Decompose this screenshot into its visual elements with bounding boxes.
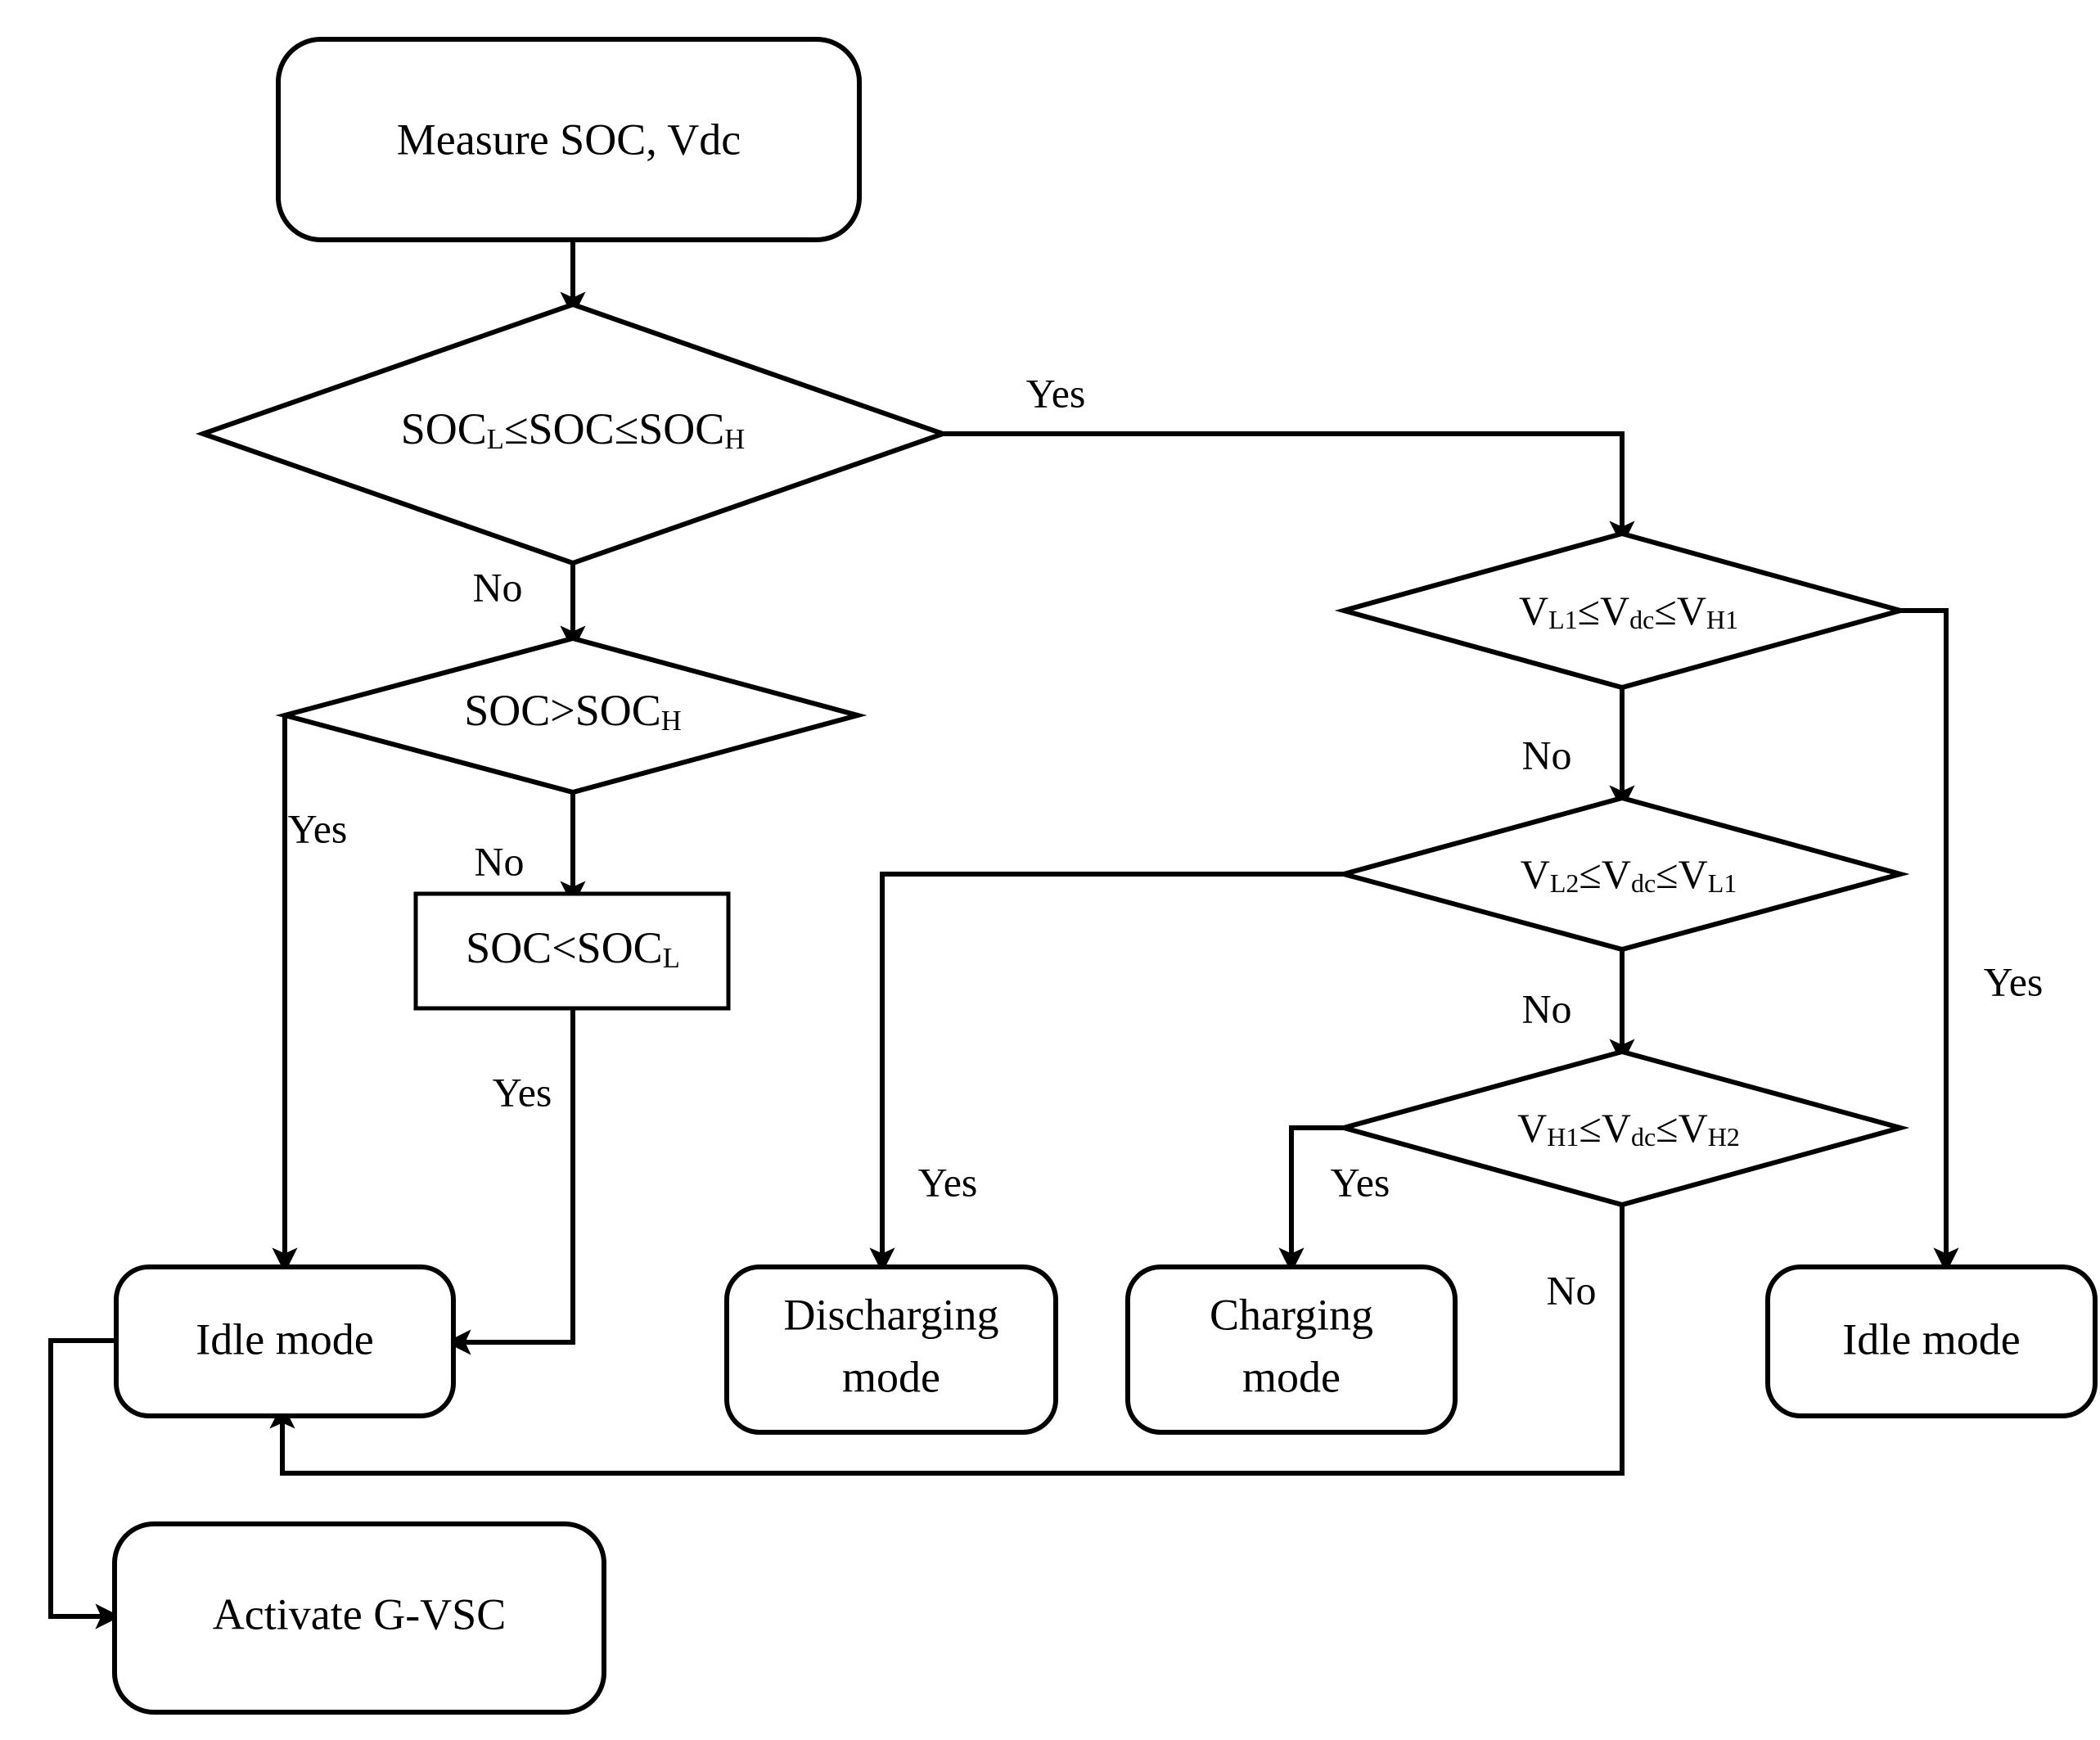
node-v-l1-h1[interactable]: VL1≤Vdc≤VH1 xyxy=(1334,530,1910,691)
node-soc-range-shape xyxy=(195,301,951,566)
edge-label-soc-range-no: No xyxy=(472,564,522,610)
edge-v-l1h1-yes xyxy=(1900,608,1959,1273)
edge-label-soc-low-yes: Yes xyxy=(493,1069,552,1115)
edge-label-soc-high-yes: Yes xyxy=(288,805,348,851)
node-soc-low-shape xyxy=(413,891,731,1011)
node-soc-high-shape xyxy=(275,635,867,796)
edge-idle-left-to-activate xyxy=(48,1338,121,1630)
node-activate-label: Activate G-VSC xyxy=(213,1589,506,1639)
node-discharging-label-line2: mode xyxy=(842,1352,940,1401)
edge-label-v-l1h1-no: No xyxy=(1521,732,1571,778)
node-idle-left-label: Idle mode xyxy=(196,1314,373,1364)
node-charging-label-line1: Charging xyxy=(1210,1290,1373,1339)
edge-label-v-h1h2-yes: Yes xyxy=(1331,1159,1390,1205)
node-charging[interactable]: Charging mode xyxy=(1125,1264,1458,1435)
node-measure-label: Measure SOC, Vdc xyxy=(397,115,741,164)
node-idle-right-shape xyxy=(1765,1264,2098,1418)
node-soc-range-label: SOCL≤SOC≤SOCH xyxy=(401,404,745,454)
node-charging-shape xyxy=(1125,1264,1458,1435)
node-soc-high[interactable]: SOC>SOCH xyxy=(275,635,867,796)
node-idle-right[interactable]: Idle mode xyxy=(1765,1264,2098,1418)
node-v-h1-h2[interactable]: VH1≤Vdc≤VH2 xyxy=(1334,1048,1910,1208)
node-soc-low[interactable]: SOC<SOCL xyxy=(413,891,731,1011)
node-soc-high-label: SOC>SOCH xyxy=(464,686,682,736)
node-discharging[interactable]: Discharging mode xyxy=(724,1264,1058,1435)
node-v-l2-l1-label: VL2≤Vdc≤VL1 xyxy=(1521,851,1737,898)
node-soc-low-label: SOC<SOCL xyxy=(466,923,680,973)
node-activate-shape xyxy=(112,1521,606,1715)
node-v-h1-h2-shape xyxy=(1334,1048,1910,1208)
edge-soc-low-yes xyxy=(445,1008,575,1355)
edge-label-soc-high-no: No xyxy=(474,838,524,884)
edge-label-v-l2l1-no: No xyxy=(1521,985,1571,1031)
node-v-l2-l1-shape xyxy=(1334,795,1910,953)
edge-label-v-l1h1-yes: Yes xyxy=(1984,958,2044,1004)
edge-label-soc-range-yes: Yes xyxy=(1026,370,1086,416)
edge-v-h1h2-no xyxy=(269,1205,1625,1476)
node-measure[interactable]: Measure SOC, Vdc xyxy=(276,37,862,242)
edge-label-v-l2l1-yes: Yes xyxy=(918,1159,978,1205)
node-idle-right-label: Idle mode xyxy=(1842,1314,2020,1364)
edge-v-h1h2-yes xyxy=(1278,1125,1344,1273)
node-v-l2-l1[interactable]: VL2≤Vdc≤VL1 xyxy=(1334,795,1910,953)
node-measure-shape xyxy=(276,37,862,242)
edge-soc-range-yes xyxy=(943,431,1635,547)
edge-label-v-h1h2-no: No xyxy=(1546,1267,1596,1313)
node-charging-label-line2: mode xyxy=(1242,1352,1341,1401)
node-soc-range[interactable]: SOCL≤SOC≤SOCH xyxy=(195,301,951,566)
node-v-l1-h1-shape xyxy=(1334,530,1910,691)
node-discharging-shape xyxy=(724,1264,1058,1435)
node-v-h1-h2-label: VH1≤Vdc≤VH2 xyxy=(1517,1105,1740,1152)
node-v-l1-h1-label: VL1≤Vdc≤VH1 xyxy=(1519,588,1738,634)
node-activate[interactable]: Activate G-VSC xyxy=(112,1521,606,1715)
node-discharging-label-line1: Discharging xyxy=(784,1290,999,1339)
node-idle-left[interactable]: Idle mode xyxy=(114,1264,456,1418)
node-idle-left-shape xyxy=(114,1264,456,1418)
edge-v-l2l1-yes xyxy=(869,872,1344,1273)
